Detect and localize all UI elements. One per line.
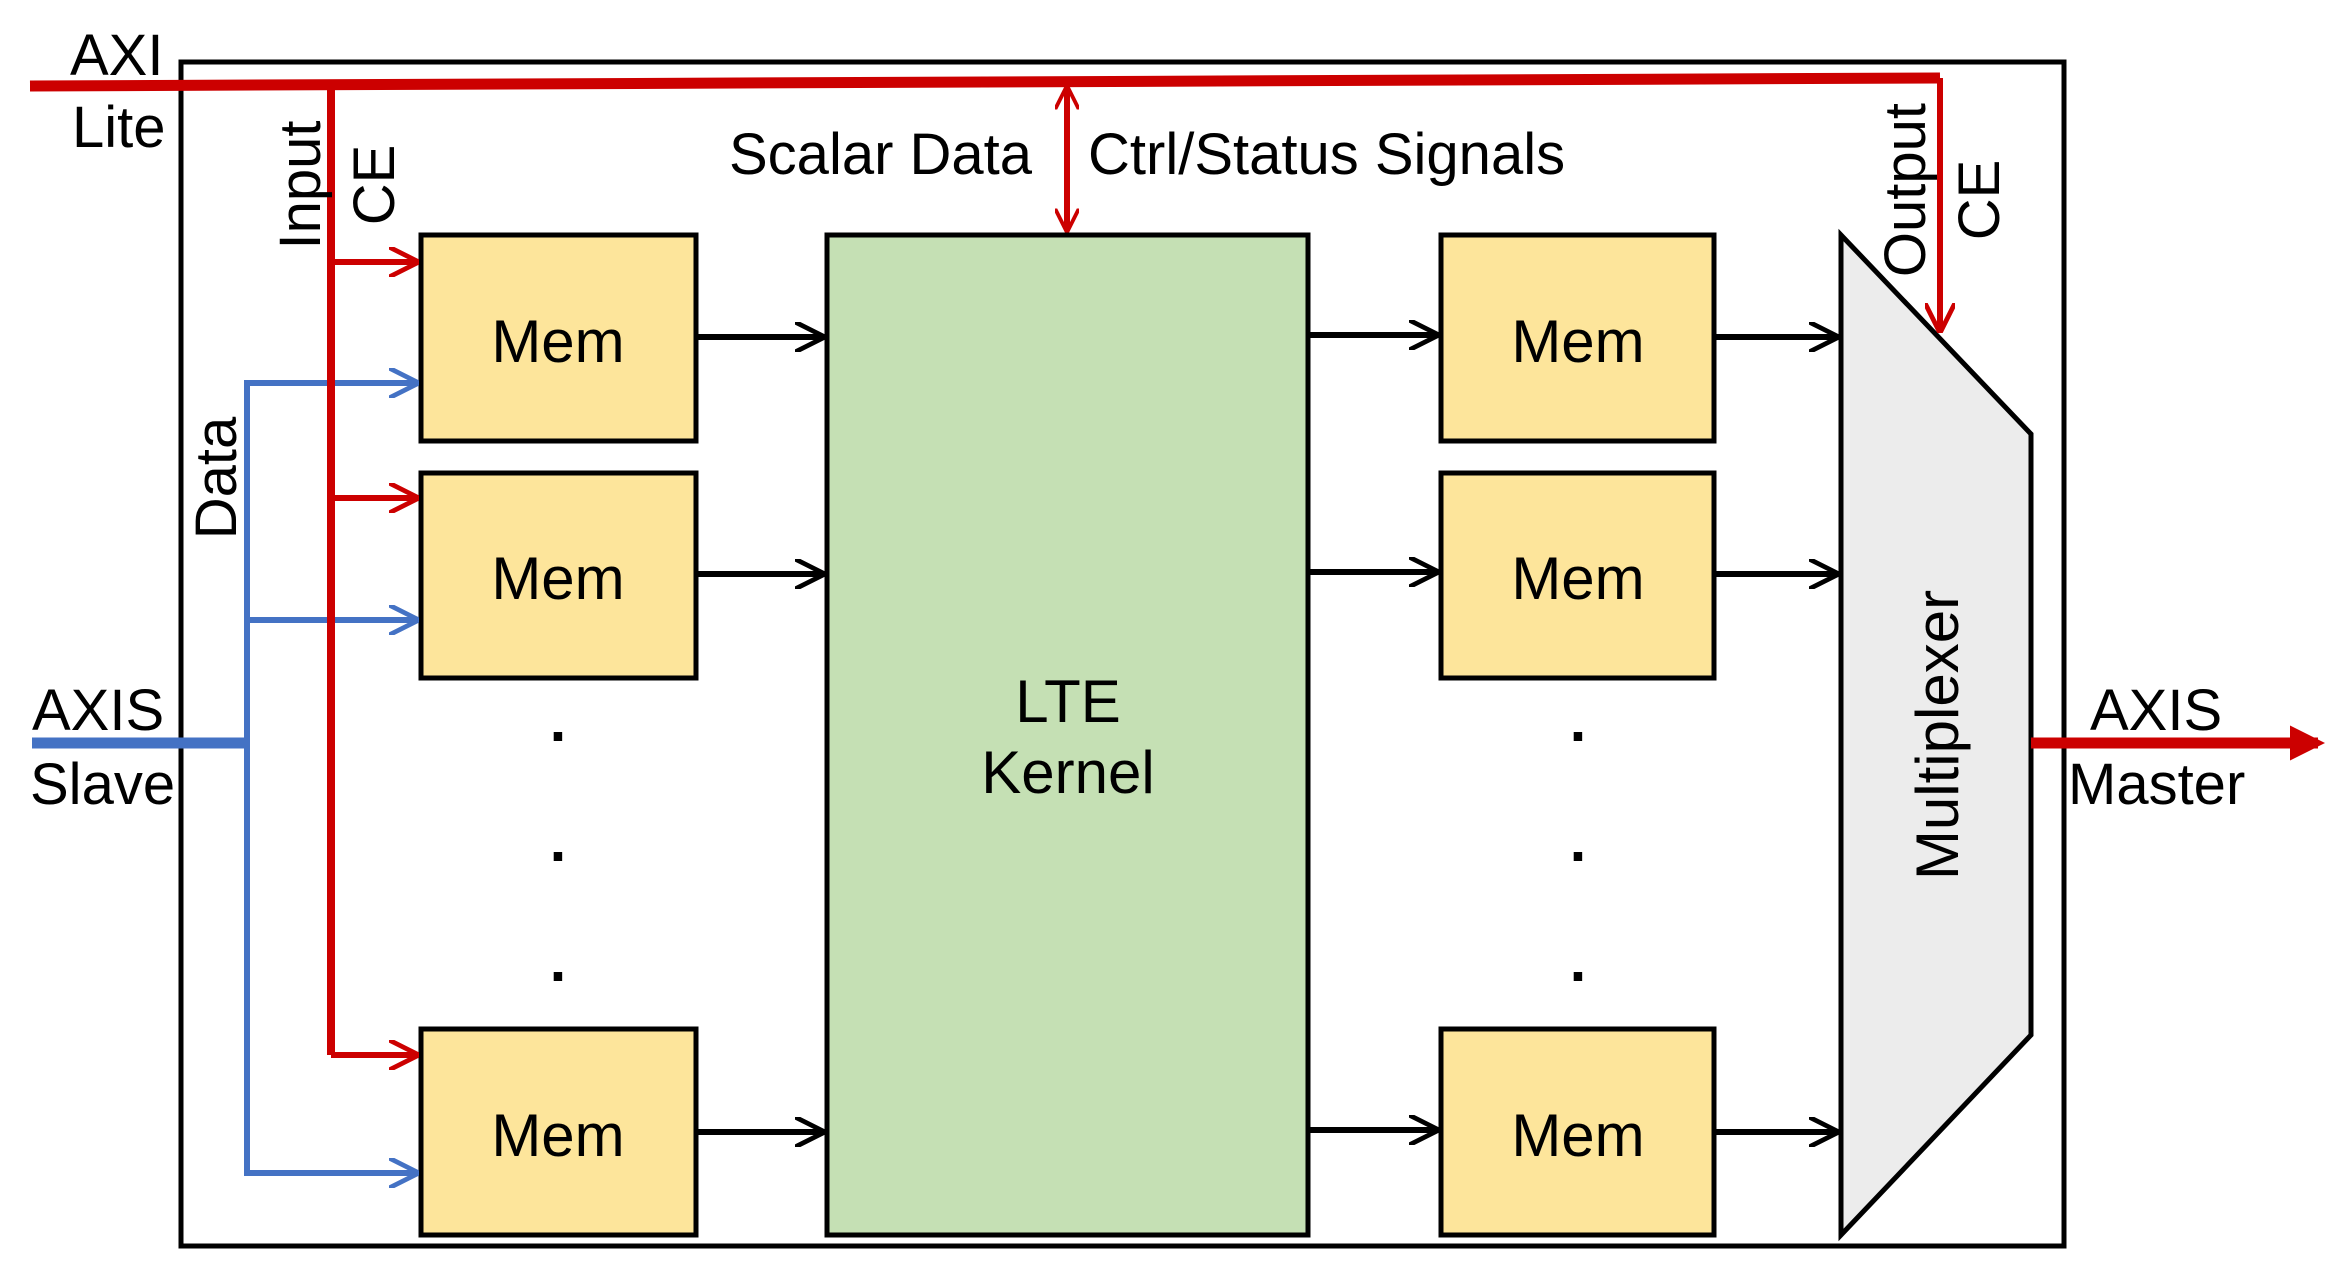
output-ce-label-line1: Output	[1873, 103, 1938, 277]
data-label: Data	[184, 416, 249, 539]
axis-master-label-bottom: Master	[2068, 752, 2245, 817]
kernel-to-mem-arrows	[1308, 335, 1436, 1130]
multiplexer-block	[1838, 228, 2034, 1242]
input-mem-block	[418, 470, 699, 681]
output-mem-ellipsis-dot: .	[1570, 807, 1587, 874]
multiplexer-label: Multiplexer	[1904, 590, 1971, 880]
axi-lite-label-bottom: Lite	[72, 95, 166, 160]
input-mem-label: Mem	[491, 545, 624, 612]
output-mem-label: Mem	[1511, 545, 1644, 612]
output-mem-label: Mem	[1511, 308, 1644, 375]
accelerator-boundary	[178, 59, 2067, 1249]
input-ce-label-line2: CE	[342, 145, 407, 226]
output-mem-ellipsis-dot: .	[1570, 687, 1587, 754]
output-mem-label: Mem	[1511, 1102, 1644, 1169]
kernel-label-line1: LTE	[1015, 668, 1121, 735]
input-mem-ellipsis-dot: .	[550, 807, 567, 874]
mem-to-mux-arrows	[1714, 337, 1836, 1132]
output-mem-block	[1438, 232, 1717, 444]
axis-slave-label-bottom: Slave	[30, 752, 175, 817]
axi-lite-control-bus	[29, 72, 1940, 1055]
kernel-label-line2: Kernel	[981, 739, 1154, 806]
input-mem-label: Mem	[491, 308, 624, 375]
axis-slave-label-top: AXIS	[32, 678, 164, 743]
input-mem-ellipsis-dot: .	[550, 927, 567, 994]
input-ce-label-line1: Input	[268, 121, 333, 250]
axis-master-label-top: AXIS	[2090, 678, 2222, 743]
input-mem-ellipsis-dot: .	[550, 687, 567, 754]
output-mem-ellipsis-dot: .	[1570, 927, 1587, 994]
input-mem-label: Mem	[491, 1102, 624, 1169]
scalar-data-label: Scalar Data	[729, 122, 1033, 187]
lte-kernel-block	[824, 232, 1311, 1238]
output-ce-label-line2: CE	[1947, 160, 2012, 241]
input-mem-block	[418, 232, 699, 444]
axis-slave-data-bus	[32, 380, 416, 1176]
axi-lite-label-top: AXI	[70, 23, 164, 88]
ctrl-status-label: Ctrl/Status Signals	[1088, 122, 1565, 187]
output-mem-block	[1438, 470, 1717, 681]
mem-to-kernel-arrows	[696, 337, 822, 1132]
output-mem-block	[1438, 1026, 1717, 1238]
